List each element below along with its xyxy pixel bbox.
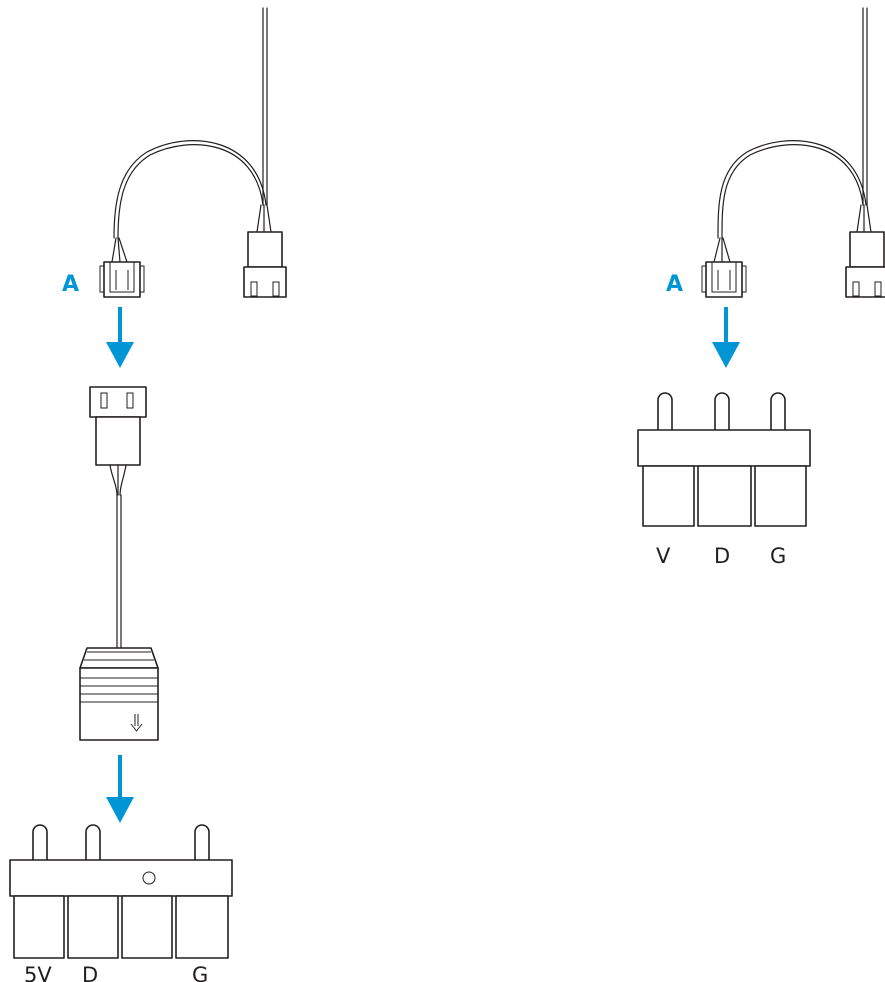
down-arrow-icon xyxy=(130,714,143,732)
callout-a-right: A xyxy=(666,272,683,297)
left-side-plug xyxy=(243,231,287,298)
left-cable-splitter xyxy=(111,7,272,263)
down-arrow-icon xyxy=(106,307,134,368)
connector-a-left xyxy=(99,261,145,298)
connector-a-right xyxy=(701,261,747,298)
pin-label-5v: 5V xyxy=(24,963,52,982)
adapter-cable xyxy=(79,386,159,741)
pin-label-g-left: G xyxy=(192,963,208,982)
callout-a-left: A xyxy=(62,272,79,297)
down-arrow-icon xyxy=(712,307,740,368)
pin-label-d-right: D xyxy=(714,544,730,568)
down-arrow-icon xyxy=(106,755,134,823)
pin-label-g-right: G xyxy=(770,544,786,568)
right-side-plug xyxy=(845,231,885,298)
left-header-pins xyxy=(9,824,233,959)
pin-label-d-left: D xyxy=(82,963,98,982)
pin-label-v: V xyxy=(656,544,671,568)
right-header-pins xyxy=(637,392,811,527)
right-cable-splitter xyxy=(713,7,872,263)
